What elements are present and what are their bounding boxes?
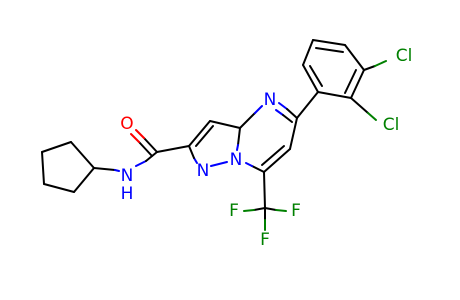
bond (41, 151, 45, 185)
pyrazole-nitrogen-2-label: N (230, 150, 243, 170)
bond (135, 129, 145, 139)
bonds (41, 39, 387, 231)
bond (374, 60, 387, 67)
bond (302, 39, 314, 66)
fluorine-bottom-label: F (260, 230, 270, 250)
bond (344, 44, 365, 71)
bond (312, 39, 346, 46)
bond (138, 141, 153, 157)
chlorine-top-label: Cl (396, 46, 413, 66)
bond (210, 161, 228, 167)
bond (317, 91, 352, 99)
bond (367, 112, 377, 121)
bond (93, 167, 116, 171)
bond (135, 160, 147, 167)
bond (188, 145, 195, 159)
bond (264, 207, 277, 211)
bond (278, 102, 288, 110)
bond (251, 165, 265, 173)
bond (239, 112, 256, 129)
bond (156, 145, 190, 153)
bond (253, 207, 266, 211)
bond (114, 169, 120, 172)
bond (245, 162, 253, 167)
bond (350, 97, 369, 114)
bond (195, 125, 214, 147)
chlorine-bottom-label: Cl (383, 115, 400, 135)
bond (237, 127, 241, 146)
bond (263, 148, 291, 173)
bond (236, 144, 239, 151)
bond (209, 120, 241, 129)
bond (254, 105, 263, 114)
bond (43, 183, 75, 193)
bond (275, 109, 284, 116)
bond (296, 91, 319, 119)
bond (261, 145, 285, 166)
bond (143, 137, 158, 153)
atom-labels: N H O N N N Cl Cl F F F (120, 46, 412, 250)
bond (315, 47, 344, 53)
bond (350, 69, 365, 99)
bond (70, 141, 95, 169)
bond (363, 65, 376, 71)
fluorine-right-label: F (291, 201, 301, 221)
bond (309, 65, 323, 87)
pyrazole-nitrogen-1-label: N (197, 161, 210, 181)
amide-nitrogen-label: N (121, 166, 134, 186)
bond (344, 69, 357, 94)
bond (286, 108, 298, 119)
carbonyl-oxygen-label: O (120, 114, 133, 134)
bond (275, 209, 287, 212)
bond (130, 133, 140, 143)
bond (41, 141, 72, 153)
bond (282, 114, 293, 123)
bond (302, 64, 319, 93)
bond (289, 117, 298, 150)
pyrimidine-nitrogen-label: N (264, 90, 277, 110)
bond (243, 209, 255, 212)
bond (73, 167, 95, 193)
fluorine-left-label: F (229, 201, 239, 221)
bond (188, 120, 211, 147)
bond (263, 171, 266, 209)
amide-hydrogen-label: H (121, 184, 134, 204)
